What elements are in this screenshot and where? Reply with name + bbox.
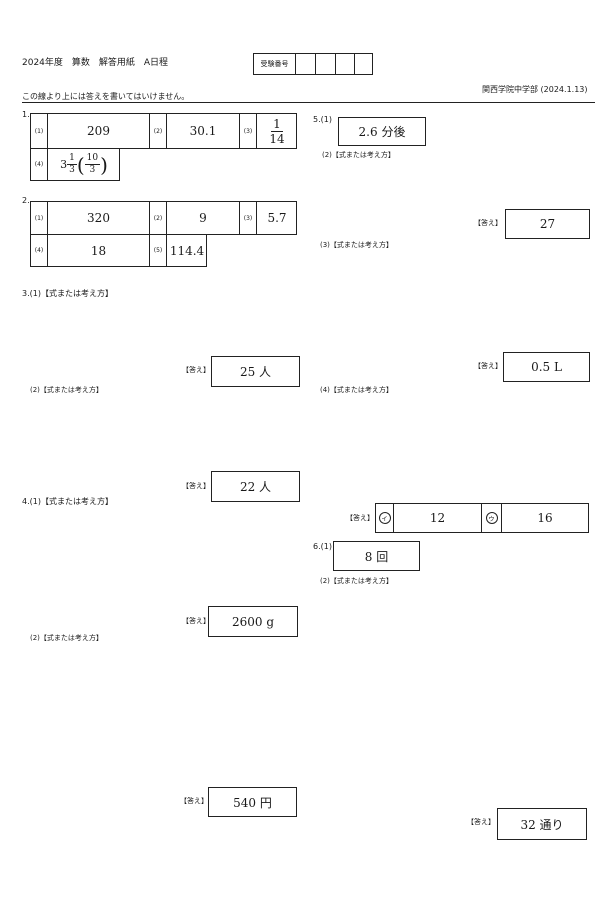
q5-4-mark-1: イ	[376, 504, 394, 532]
q1-heading: 1.	[22, 110, 30, 119]
circle-i-icon: イ	[378, 512, 391, 524]
q1-num-3: (3)	[240, 114, 257, 148]
q4-heading: 4.(1)【式または考え方】	[22, 497, 113, 506]
q1-a4-numerator: 1	[67, 153, 77, 165]
q6-1-answer[interactable]: 8 回	[333, 541, 420, 571]
q1-num-1: (1)	[31, 114, 48, 148]
q4-2-answer-label: 【答え】	[180, 797, 208, 805]
exam-number-box: 受験番号	[253, 53, 373, 75]
q2-heading: 2.	[22, 196, 30, 205]
q2-num-4: (4)	[31, 235, 48, 266]
q2-num-5: (5)	[150, 235, 167, 266]
q2-answer-1[interactable]: 320	[48, 202, 150, 234]
q5-4-mark-2: ウ	[482, 504, 502, 532]
q4-1-answer[interactable]: 2600 g	[208, 606, 298, 637]
q5-3-answer-label: 【答え】	[474, 362, 502, 370]
q2-num-1: (1)	[31, 202, 48, 234]
school-name: 関西学院中学部 (2024.1.13)	[482, 85, 588, 94]
q4-1-answer-label: 【答え】	[182, 617, 210, 625]
circle-u-icon: ウ	[485, 512, 498, 524]
q1-num-2: (2)	[150, 114, 167, 148]
exam-number-cell[interactable]	[336, 54, 355, 74]
q1-a3-denominator: 14	[269, 131, 285, 146]
exam-number-cell[interactable]	[296, 54, 316, 74]
q2-answer-row-2: (4) 18 (5) 114.4	[30, 234, 207, 267]
q3-2-answer-label: 【答え】	[182, 482, 210, 490]
q1-num-4: (4)	[31, 149, 48, 180]
q5-4-answer-label: 【答え】	[346, 514, 374, 522]
q5-2-answer[interactable]: 27	[505, 209, 590, 239]
q3-1-answer[interactable]: 25 人	[211, 356, 300, 387]
q2-num-2: (2)	[150, 202, 167, 234]
q5-2-answer-label: 【答え】	[474, 219, 502, 227]
q3-work-label: 【式または考え方】	[40, 289, 113, 298]
q6-2-answer-label: 【答え】	[467, 818, 495, 826]
q5-3-answer[interactable]: 0.5 L	[503, 352, 590, 382]
q1-answer-2[interactable]: 30.1	[167, 114, 240, 148]
exam-number-cell[interactable]	[355, 54, 373, 74]
q5-3-heading: (3)【式または考え方】	[320, 241, 393, 249]
q3-2-answer[interactable]: 22 人	[211, 471, 300, 502]
q2-num-3: (3)	[240, 202, 257, 234]
q1-a3-numerator: 1	[271, 116, 283, 132]
q2-answer-3[interactable]: 5.7	[267, 211, 287, 225]
q3-2-heading: (2)【式または考え方】	[30, 386, 103, 394]
exam-number-cell[interactable]	[316, 54, 336, 74]
q1-a4-paren-denominator: 3	[89, 165, 96, 175]
q5-4-answer-1[interactable]: 12	[394, 504, 482, 532]
q2-answer-4[interactable]: 18	[48, 235, 150, 266]
q1-a4-denominator: 3	[69, 165, 75, 175]
q5-heading: 5.(1)	[313, 115, 332, 124]
q1-answer-1[interactable]: 209	[48, 114, 150, 148]
q4-2-heading: (2)【式または考え方】	[30, 634, 103, 642]
q4-2-answer[interactable]: 540 円	[208, 787, 297, 817]
q5-2-heading: (2)【式または考え方】	[322, 151, 395, 159]
q3-1-answer-label: 【答え】	[182, 366, 210, 374]
q1-a4-paren-numerator: 10	[84, 153, 101, 165]
q3-heading: 3.(1)【式または考え方】	[22, 289, 113, 298]
q2-answer-5[interactable]: 114.4	[169, 243, 205, 258]
q5-4-answer-2[interactable]: 16	[537, 511, 553, 525]
q6-2-answer[interactable]: 32 通り	[497, 808, 587, 840]
q5-4-heading: (4)【式または考え方】	[320, 386, 393, 394]
q5-1-answer[interactable]: 2.6 分後	[338, 117, 426, 146]
exam-number-label: 受験番号	[254, 54, 296, 74]
q5-4-answer-box: イ 12 ウ 16	[375, 503, 589, 533]
notice-text: この線より上には答えを書いてはいけません。	[22, 92, 190, 101]
q1-a4-whole: 3	[60, 158, 68, 171]
q2-answer-2[interactable]: 9	[167, 202, 240, 234]
q2-answer-row: (1) 320 (2) 9 (3) 5.7	[30, 201, 297, 235]
q6-heading: 6.(1)	[313, 542, 332, 551]
divider-line	[22, 102, 595, 103]
sheet-title: 2024年度 算数 解答用紙 A日程	[22, 58, 169, 68]
q6-2-heading: (2)【式または考え方】	[320, 577, 393, 585]
